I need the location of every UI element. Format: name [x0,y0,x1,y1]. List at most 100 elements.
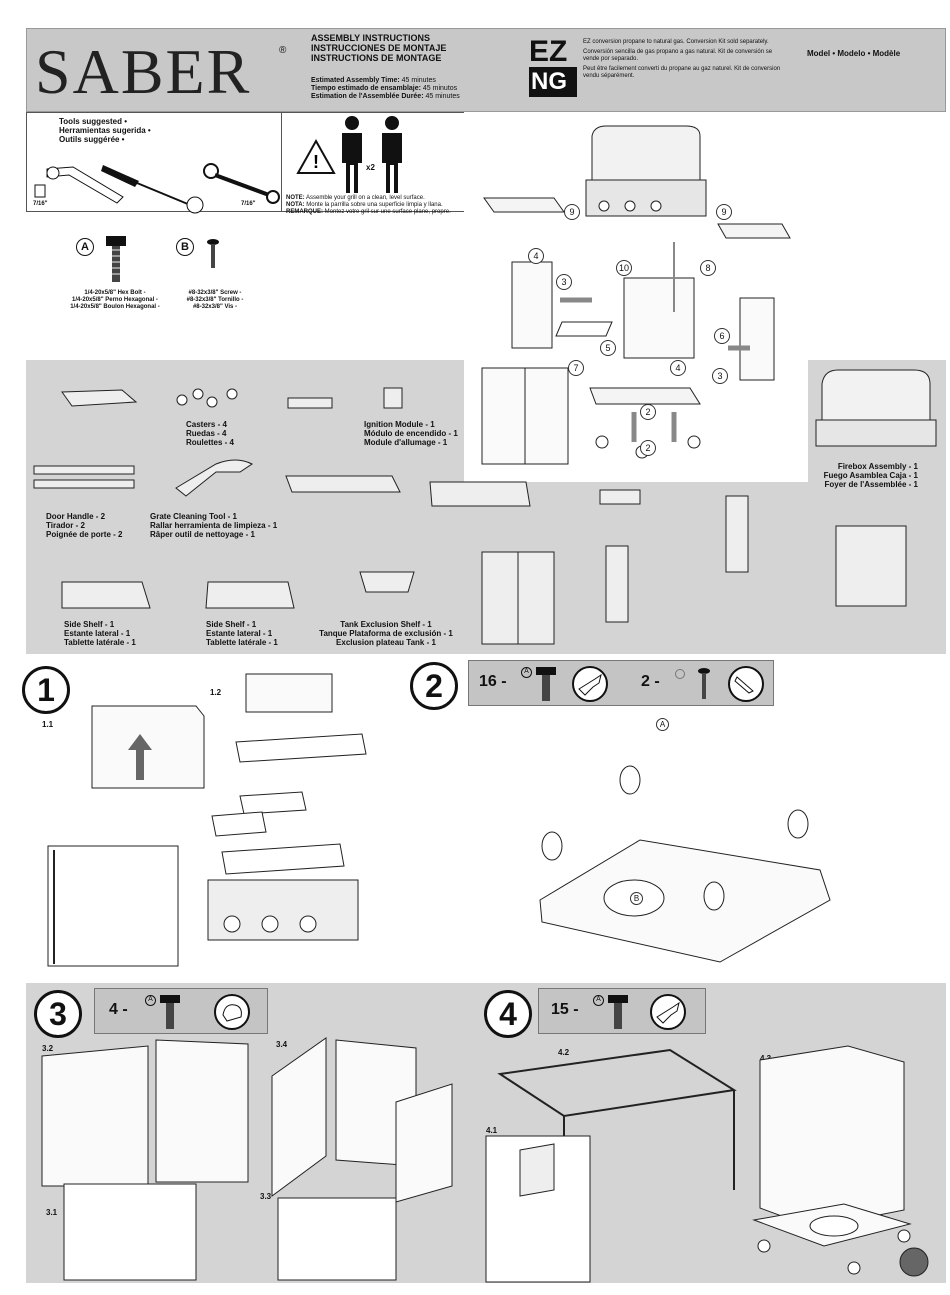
callout-9-right: 9 [716,204,732,220]
step-3-letter: A [145,995,156,1006]
conversion-note: EZ conversion propane to natural gas. Co… [583,39,769,45]
step-4-sub-3: 4.3 [760,1054,772,1063]
exploded-grill-drawing [481,125,791,465]
step-2-number: 2 [410,662,458,710]
step-4-number: 4 [484,990,532,1038]
step-1-sub-2: 1.2 [210,688,222,697]
note-fr: REMARQUE: Montez votre gril sur une surf… [286,209,451,215]
socket-size: 7/16" [33,201,48,207]
callout-5: 5 [600,340,616,356]
title-line: INSTRUCCIONES DE MONTAJE [311,43,447,53]
screwdriver-circle-icon [728,666,764,702]
hardware-a-letter: A [76,238,94,256]
ez-logo-bottom: NG [529,67,577,97]
note-es: NOTA: Monte la parrilla sobre una superf… [286,202,443,208]
svg-text:!: ! [313,152,319,172]
hex-bolt-icon [608,995,628,1029]
step-1-sub-1: 1.1 [42,720,54,729]
title-block: ASSEMBLY INSTRUCTIONS INSTRUCCIONES DE M… [311,33,511,63]
step-2-drawing [539,765,831,963]
wrench-circle-icon [650,994,686,1030]
title-line: INSTRUCTIONS DE MONTAGE [311,53,442,63]
step-4-drawing [485,1045,929,1283]
step-3-sub-1: 3.1 [46,1208,58,1217]
parts-label-ignition: Ignition Module - 1 Módulo de encendido … [364,420,458,447]
callout-3-left: 3 [556,274,572,290]
model-label: Model • Modelo • Modèle [807,49,901,58]
step-3-number: 3 [34,990,82,1038]
screw-icon [207,239,219,268]
callout-4-bottom: 4 [670,360,686,376]
step-4-sub-2: 4.2 [558,1048,570,1057]
ez-logo-top: EZ [529,35,568,68]
callout-4-top: 4 [528,248,544,264]
wrench-size: 7/16" [241,201,256,207]
parts-label-casters: Casters - 4 Ruedas - 4 Roulettes - 4 [186,420,235,447]
hardware-b: B #8-32x3/8" Screw - #8-32x3/8" Tornillo… [170,236,260,316]
brand-name: SABER [35,36,252,107]
two-person-icon [342,116,402,193]
ez-ng-logo: EZ NG [529,37,577,103]
step-2-qty-a: 16 - [479,673,507,690]
wrench-icon [203,163,280,204]
hex-bolt-icon [160,995,180,1029]
conversion-note: Conversión sencilla de gas propano a gas… [583,49,773,62]
conversion-note: Peut être facilement converti du propane… [583,66,781,79]
callout-6: 6 [714,328,730,344]
wrench-circle-icon [572,666,608,702]
callout-8: 8 [700,260,716,276]
tools-title: Tools suggested • Herramientas sugerida … [59,117,151,144]
step-4-hardware-box: 15 - A [538,988,706,1034]
step-1-drawing [47,673,367,967]
hand-tighten-icon [214,994,250,1030]
step-1-number: 1 [22,666,70,714]
callout-2-a: 2 [640,404,656,420]
tools-box: Tools suggested • Herramientas sugerida … [26,112,282,214]
step-3-drawing [41,1037,453,1281]
header-bar: SABER ® ASSEMBLY INSTRUCTIONS INSTRUCCIO… [26,28,946,112]
note-block: NOTE: Assemble your grill on a clean, le… [286,195,486,216]
hex-bolt-icon [106,236,126,282]
callout-9-left: 9 [564,204,580,220]
step-2-callout-b: B [630,892,643,905]
hardware-a: A 1/4-20x5/8" Hex Bolt - 1/4-20x5/8" Per… [60,236,170,316]
assembly-time-block: Estimated Assembly Time: 45 minutes Tiem… [311,77,531,101]
step-2-letter-a: A [521,667,532,678]
assembly-time-line: Tiempo estimado de ensamblaje: 45 minuto… [311,85,458,92]
people-multiplier: x2 [366,163,375,172]
step-3-hardware-box: 4 - A [94,988,268,1034]
parts-label-tank-shelf: Tank Exclusion Shelf - 1 Tanque Platafor… [319,620,453,647]
screwdriver-icon [101,165,204,214]
step-3-sub-3: 3.3 [260,1192,272,1201]
hardware-b-letter: B [176,238,194,256]
step-3-qty: 4 - [109,1001,128,1018]
step-2-callout-a: A [656,718,669,731]
parts-label-door-handle: Door Handle - 2 Tirador - 2 Poignée de p… [46,512,123,539]
exploded-diagram: 9 9 4 10 8 3 6 5 4 3 7 2 2 [464,112,808,482]
step-4-qty: 15 - [551,1001,579,1018]
note-en: NOTE: Assemble your grill on a clean, le… [286,195,425,201]
callout-2-b: 2 [640,440,656,456]
hardware-a-label: 1/4-20x5/8" Hex Bolt - 1/4-20x5/8" Perno… [70,290,160,310]
step-2-qty-b: 2 - [641,673,660,690]
step-3-sub-2: 3.2 [42,1044,54,1053]
step-4-sub-1: 4.1 [486,1126,498,1135]
assembly-time-line: Estimated Assembly Time: 45 minutes [311,77,436,84]
step-3-sub-4: 3.4 [276,1040,288,1049]
parts-label-side-shelf-left: Side Shelf - 1 Estante lateral - 1 Table… [64,620,136,647]
title-line: ASSEMBLY INSTRUCTIONS [311,33,431,43]
parts-label-firebox: Firebox Assembly - 1 Fuego Asamblea Caja… [823,462,918,489]
hex-bolt-icon [536,667,556,701]
callout-7: 7 [568,360,584,376]
screw-icon [698,668,710,699]
step-4-letter: A [593,995,604,1006]
parts-drawings [33,369,937,645]
safety-box: ! x2 NOTE: Assemble your grill on a clea… [282,112,482,215]
parts-label-grate-tool: Grate Cleaning Tool - 1 Rallar herramien… [150,512,278,539]
brand-logo: SABER ® [35,35,305,107]
registered-mark: ® [279,45,287,56]
step-2-hardware-box: 16 - A 2 - [468,660,774,706]
callout-10: 10 [616,260,632,276]
step-2-empty-circle [675,669,685,679]
warning-icon: ! [296,138,336,174]
